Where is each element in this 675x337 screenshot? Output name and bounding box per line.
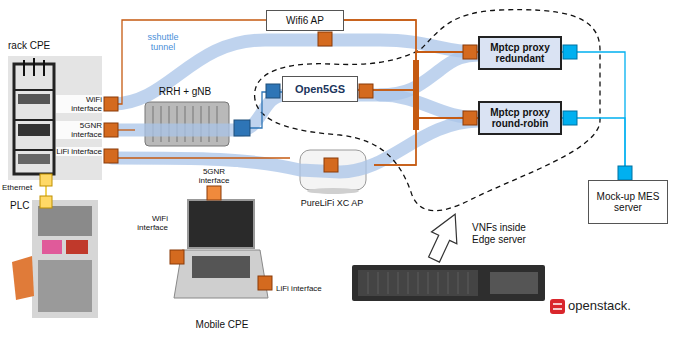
radio-port (266, 84, 280, 98)
interface-port (104, 123, 118, 137)
rack-device (18, 124, 50, 136)
interface-port (463, 111, 477, 125)
plc-module (42, 240, 62, 254)
ethernet-port (40, 174, 52, 186)
server-drives (358, 270, 478, 296)
node-text: Wifi6 AP (286, 15, 324, 27)
antenna (43, 60, 45, 76)
text-label: 5GNR interface (190, 167, 238, 185)
server-panel (490, 272, 538, 294)
proxy-box: Mptcp proxy redundant (478, 36, 562, 70)
vnf-region (255, 10, 600, 211)
text-label: WiFi interface (124, 214, 168, 232)
node-text: Mptcp proxy round-robin (484, 107, 556, 130)
interface-port (359, 84, 373, 98)
laptop-keyboard (192, 256, 250, 278)
laptop-screen (188, 200, 254, 248)
server-box: Mock-up MES server (588, 180, 668, 224)
connector (344, 20, 478, 118)
lan-port (618, 166, 632, 180)
pointer-arrow-shape (421, 208, 468, 265)
rack-device (18, 94, 50, 104)
interface-port (463, 45, 477, 59)
device-photo-node: PLC (8, 196, 100, 322)
openstack-icon (550, 299, 565, 314)
process-box: Wifi6 AP (266, 10, 344, 31)
node-text: Mobile CPE (172, 319, 272, 331)
node-text: RRH + gNB (135, 86, 235, 98)
connector (374, 52, 478, 165)
connector (112, 157, 290, 158)
radio-port (234, 120, 250, 136)
node-text: Mock-up MES server (593, 191, 663, 214)
node-text: PLC (10, 200, 100, 212)
connector (344, 20, 478, 52)
text-label: LiFi interface (276, 284, 322, 293)
plc-photo (32, 200, 98, 318)
server-drive-bays (368, 272, 468, 294)
rack-frame (14, 64, 54, 174)
interface-port (324, 158, 338, 172)
lan-port (563, 45, 577, 59)
rack-shelf (14, 119, 54, 121)
interface-port (104, 97, 118, 111)
plc-cabinet (38, 260, 92, 312)
proxy-box: Mptcp proxy round-robin (478, 101, 562, 135)
device-photo-node: RRH + gNB (135, 86, 235, 150)
tunnel-band (112, 55, 478, 130)
connector (358, 52, 478, 90)
device-photo-node: Mobile CPE (172, 190, 272, 330)
connector (562, 52, 625, 180)
node-text: rack CPE (8, 40, 112, 52)
interface-port (318, 32, 332, 46)
interface-port (170, 250, 184, 264)
pointer-arrow (421, 208, 468, 265)
lifi-ap-base (307, 188, 359, 194)
interface-port (104, 149, 118, 163)
rack-shelf (14, 149, 54, 151)
interface-port (258, 276, 272, 290)
text-label: WiFi interface (56, 95, 102, 113)
text-label: openstack. (568, 299, 642, 314)
device-photo-node: PureLiFi XC AP (290, 148, 374, 208)
rack-device (18, 154, 50, 164)
connector (112, 20, 266, 104)
plc-module (66, 240, 88, 254)
text-label: VNFs inside Edge server (472, 222, 538, 245)
connector (358, 90, 478, 118)
ethernet-port (40, 196, 52, 208)
text-label: sshuttle tunnel (138, 32, 188, 53)
edge-server (352, 265, 545, 301)
text-label: 5GNR interface (56, 121, 102, 139)
logo-box: Open5GS (282, 76, 358, 102)
openstack-icon-mark (553, 304, 562, 309)
rack-photo (8, 56, 102, 180)
interface-port (207, 186, 221, 200)
antenna (33, 58, 35, 76)
lan-port (563, 111, 577, 125)
connector (562, 118, 625, 180)
connector (374, 118, 478, 165)
laptop-base (174, 250, 268, 298)
antenna (23, 60, 25, 76)
node-text: PureLiFi XC AP (290, 198, 374, 208)
text-label: LiFi interface (56, 147, 102, 156)
node-text: Mptcp proxy redundant (484, 42, 556, 65)
rack-shelf (14, 89, 54, 91)
plc-panel (38, 206, 92, 236)
robot-part (12, 256, 34, 300)
text-label: Ethernet (2, 183, 38, 192)
node-text: Open5GS (295, 83, 345, 96)
